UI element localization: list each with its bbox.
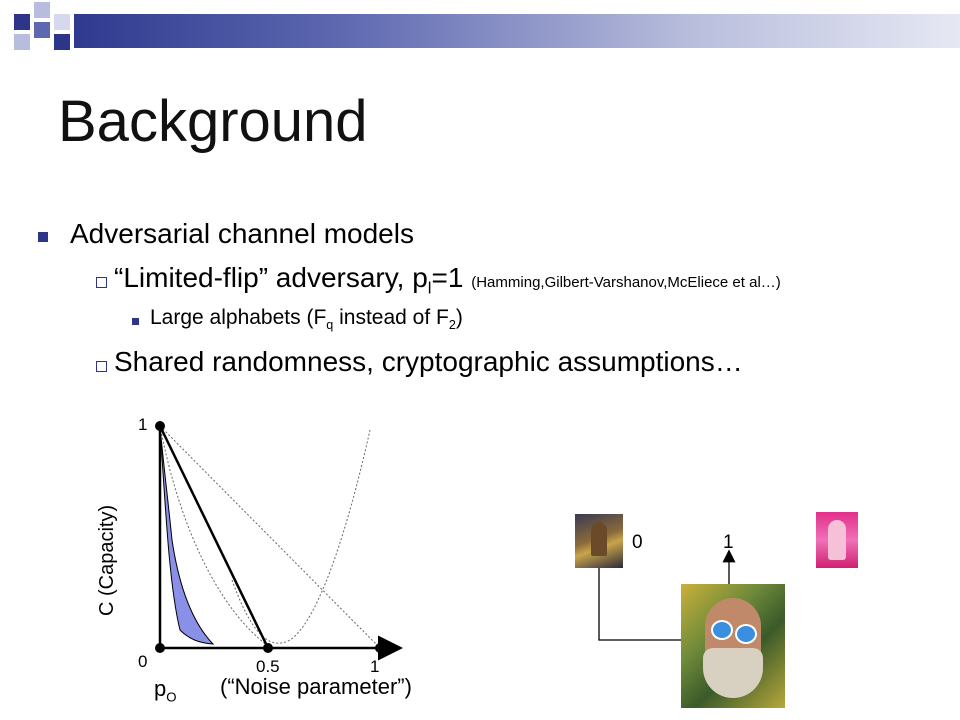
dotted-line <box>159 425 381 649</box>
adversary-portrait <box>681 584 785 708</box>
tick-x-mid: 0.5 <box>256 657 280 676</box>
sender-portrait <box>575 514 623 568</box>
citation: (Hamming,Gilbert-Varshanov,McEliece et a… <box>471 274 781 291</box>
tick-y-bottom: 0 <box>138 652 147 671</box>
bullet-marker <box>38 232 48 242</box>
figure-shape <box>828 520 846 560</box>
header-band <box>0 0 960 60</box>
target-portrait <box>816 512 858 568</box>
deco-square <box>14 14 30 30</box>
channel-label-zero: 0 <box>632 532 643 553</box>
bullet-text: instead of F <box>333 306 449 329</box>
figure-shape <box>591 522 607 556</box>
channel-arrow <box>598 568 695 647</box>
bullet-text: =1 <box>431 262 472 293</box>
deco-square <box>14 34 30 50</box>
slide-title: Background <box>58 89 368 154</box>
sub-sub-bullet-marker <box>132 318 139 325</box>
deco-square <box>54 14 70 30</box>
subscript: l <box>427 278 432 298</box>
x-axis-variable: pO <box>154 676 177 704</box>
point-top <box>155 421 165 431</box>
dotted-parabola <box>231 429 371 644</box>
deco-square <box>54 34 70 50</box>
beard-shape <box>703 648 763 698</box>
x-var: p <box>154 676 167 701</box>
bullet-limited-flip: “Limited-flip” adversary, pl=1 (Hamming,… <box>114 262 781 299</box>
x-axis-label: (“Noise parameter”) <box>220 674 412 699</box>
deco-square <box>34 2 50 18</box>
capacity-line <box>158 425 270 649</box>
x-var-sub: O <box>166 689 177 705</box>
bullet-text: Large alphabets (F <box>150 306 327 329</box>
bullet-shared-randomness: Shared randomness, cryptographic assumpt… <box>114 346 743 377</box>
shaded-region <box>159 425 215 645</box>
bullet-text: “Limited-flip” adversary, p <box>114 262 428 293</box>
eye-icon <box>711 620 733 640</box>
bullet-adversarial-models: Adversarial channel models <box>70 218 414 249</box>
subscript: 2 <box>448 318 456 333</box>
bullet-text: ) <box>455 306 463 329</box>
bullet-large-alphabets: Large alphabets (Fq instead of F2) <box>150 306 463 332</box>
sub-bullet-marker <box>96 361 107 372</box>
deco-square <box>34 22 50 38</box>
point-origin <box>155 643 165 653</box>
y-axis-label: C (Capacity) <box>96 504 118 616</box>
point-half <box>263 643 273 653</box>
eye-icon <box>735 624 757 644</box>
sub-bullet-marker <box>96 277 107 288</box>
header-stripe <box>74 14 960 48</box>
channel-label-one: 1 <box>723 532 734 553</box>
subscript: q <box>326 318 334 333</box>
tick-x-end: 1 <box>370 657 379 676</box>
point-one <box>375 643 385 653</box>
tick-y-top: 1 <box>138 415 147 434</box>
